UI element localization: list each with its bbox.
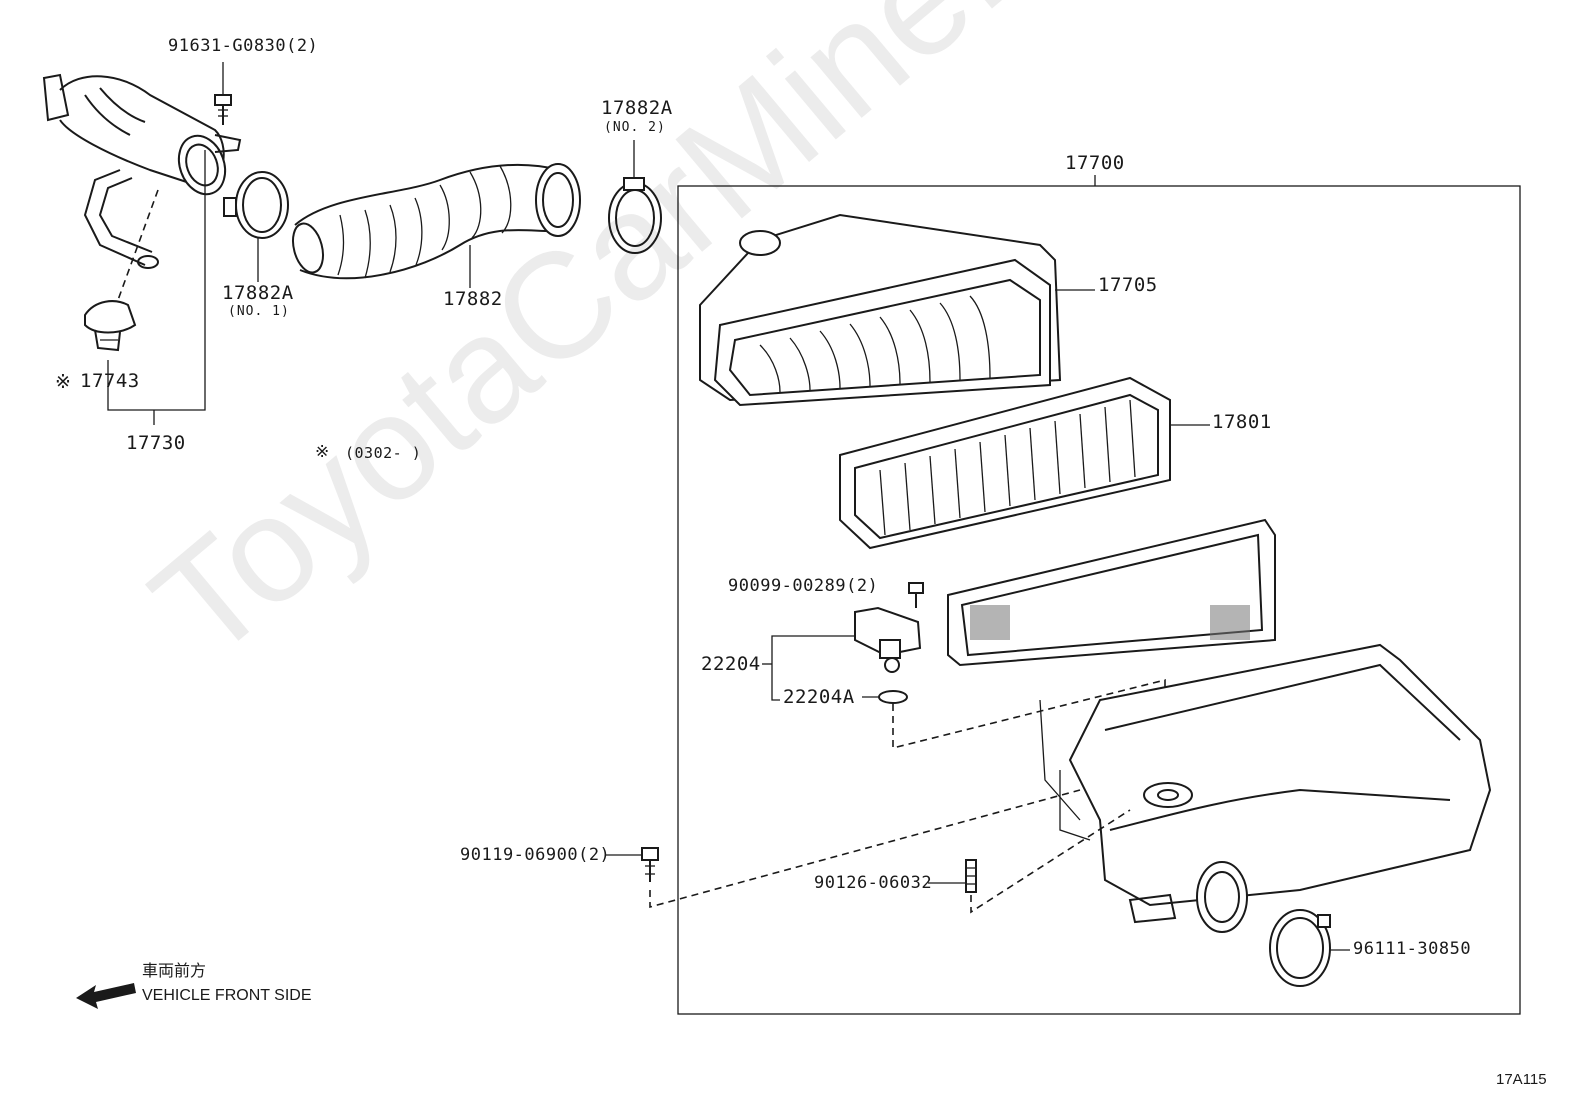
label-17882a-no2: 17882A (601, 97, 673, 119)
label-90126: 90126-06032 (814, 873, 933, 893)
label-17882a-no1: 17882A (222, 282, 294, 304)
sensor-22204 (762, 582, 1166, 790)
assembly-frame-17700 (677, 185, 1521, 1015)
clamp-17882a-no2 (608, 140, 662, 254)
figure-id: 17A115 (1496, 1071, 1547, 1088)
label-17705: 17705 (1098, 274, 1158, 296)
label-17882a-no2-sub: (NO. 2) (604, 120, 666, 135)
lower-case (1039, 643, 1492, 933)
label-17882a-no1-sub: (NO. 1) (228, 304, 290, 319)
label-17700: 17700 (1065, 152, 1125, 174)
vehicle-front-arrow-icon (76, 983, 136, 1009)
label-17743-mark: ※ (55, 371, 72, 393)
clamp-17882a-no1 (223, 171, 289, 282)
upper-case-17705 (699, 213, 1095, 407)
label-91631: 91631-G0830(2) (168, 36, 319, 56)
bolt-90119 (605, 789, 1081, 909)
label-22204a: 22204A (783, 686, 855, 708)
label-17730: 17730 (126, 432, 186, 454)
label-17801: 17801 (1212, 411, 1272, 433)
label-17743: 17743 (80, 370, 140, 392)
label-96111: 96111-30850 (1353, 939, 1472, 959)
label-90119: 90119-06900(2) (460, 845, 611, 865)
stud-90126 (928, 809, 1131, 914)
gasket-panel (947, 518, 1276, 667)
clamp-96111 (1269, 909, 1350, 987)
vehicle-front-en: VEHICLE FRONT SIDE (142, 987, 312, 1004)
note-mark: ※ (315, 442, 330, 462)
vehicle-front-jp: 車両前方 (142, 963, 207, 980)
label-22204: 22204 (701, 653, 761, 675)
label-90099: 90099-00289(2) (728, 576, 879, 596)
note-range: (0302- ) (345, 444, 422, 462)
bolt-91631 (214, 62, 232, 125)
label-17882: 17882 (443, 288, 503, 310)
hose-17882 (292, 163, 581, 288)
intake-duct-17730 (42, 73, 242, 301)
cap-17743 (84, 300, 137, 352)
filter-17801 (839, 376, 1210, 550)
